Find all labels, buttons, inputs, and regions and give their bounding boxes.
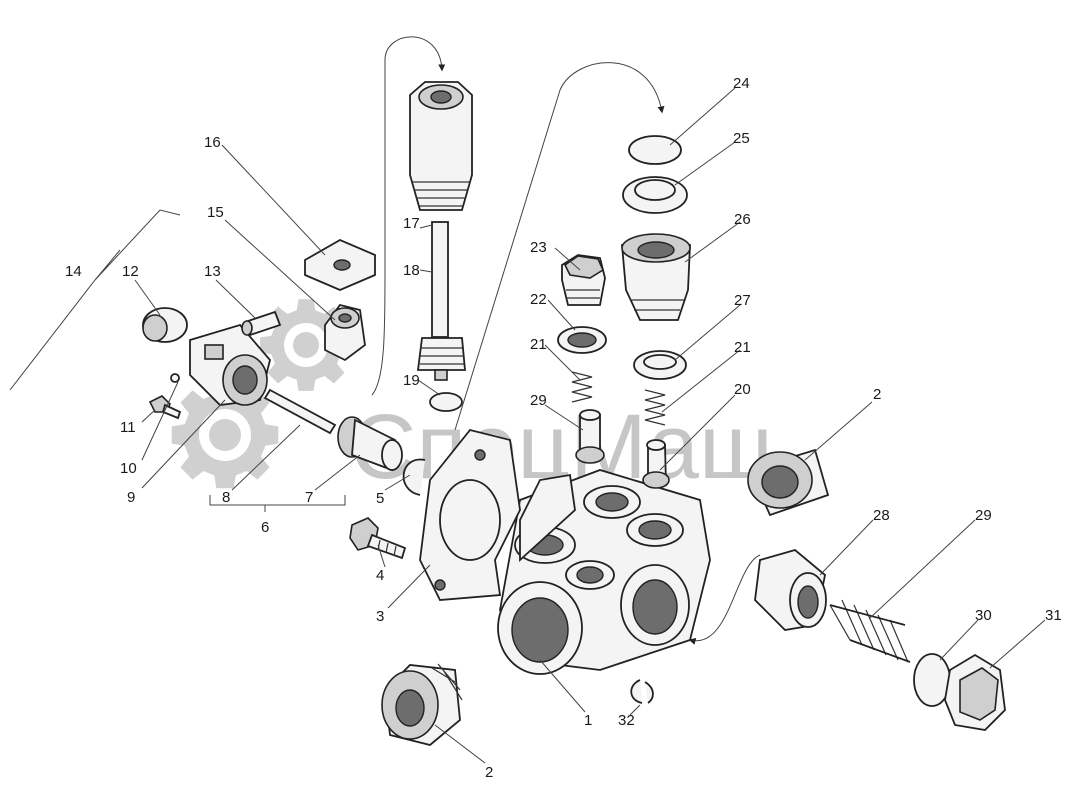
callout-21-right: 21: [734, 339, 751, 356]
nozzle-part-17: [409, 81, 473, 211]
callout-1: 1: [584, 712, 592, 729]
callout-8: 8: [222, 489, 230, 506]
callout-23: 23: [530, 239, 547, 256]
plug-part-23: [561, 254, 606, 306]
callout-14: 14: [65, 263, 82, 280]
callout-25: 25: [733, 130, 750, 147]
assembly-bracket-14: [9, 209, 181, 391]
pin-part-29-upper: [575, 409, 605, 464]
callout-labels: 1 2 2 3 4 5 6 7 8 9 10 11 12 13 14 15 16…: [65, 75, 1062, 781]
washer-part-25: [622, 176, 688, 214]
callout-11: 11: [120, 419, 136, 436]
washer-part-27: [633, 350, 687, 380]
spring-part-29-lower: [829, 599, 911, 663]
fitting-part-2-top: [747, 448, 830, 517]
spring-part-21-right: [644, 389, 666, 426]
roller-part-12: [142, 307, 188, 343]
callout-21-left: 21: [530, 336, 547, 353]
callout-31: 31: [1045, 607, 1062, 624]
pin-part-8: [263, 388, 337, 435]
leader-lines: [134, 87, 1046, 764]
callout-2-top: 2: [873, 386, 881, 403]
sleeve-part-28: [754, 549, 827, 631]
callout-4: 4: [376, 567, 384, 584]
callout-19: 19: [403, 372, 420, 389]
callout-32: 32: [618, 712, 635, 729]
callout-7: 7: [305, 489, 313, 506]
callout-10: 10: [120, 460, 137, 477]
washer-part-22: [557, 326, 607, 354]
callout-18: 18: [403, 262, 420, 279]
callout-15: 15: [207, 204, 224, 221]
ring-part-10: [170, 373, 180, 383]
flow-arrows: [371, 36, 761, 645]
callout-5: 5: [376, 490, 384, 507]
callout-22: 22: [530, 291, 547, 308]
callout-17: 17: [403, 215, 420, 232]
callout-27: 27: [734, 292, 751, 309]
snap-ring-part-5: [402, 458, 426, 496]
valve-stem-part-18: [416, 221, 466, 381]
pin-part-20: [642, 439, 670, 489]
callout-29-upper: 29: [530, 392, 547, 409]
screw-part-11: [148, 395, 182, 420]
callout-28: 28: [873, 507, 890, 524]
spring-part-21-left: [571, 371, 593, 403]
bolt-part-4: [349, 517, 407, 560]
valve-body-part-1: [497, 469, 711, 675]
plate-part-16: [304, 238, 376, 291]
callout-6: 6: [261, 519, 269, 536]
lever-housing-part-9: [189, 323, 271, 406]
callout-9: 9: [127, 489, 135, 506]
callout-2-bottom: 2: [485, 764, 493, 781]
callout-24: 24: [733, 75, 750, 92]
sleeve-part-26: [621, 233, 691, 321]
callout-16: 16: [204, 134, 221, 151]
coupling-part-7: [337, 416, 403, 472]
callout-26: 26: [734, 211, 751, 228]
fitting-part-2-bottom: [381, 663, 463, 746]
assembly-bracket-6: [209, 495, 346, 512]
gear-icon: [171, 299, 352, 489]
callout-3: 3: [376, 608, 384, 625]
cap-part-15: [324, 303, 366, 362]
plug-part-31: [944, 653, 1006, 731]
callout-29-lower: 29: [975, 507, 992, 524]
callout-13: 13: [204, 263, 221, 280]
callout-20: 20: [734, 381, 751, 398]
set-screw-part-13: [241, 310, 282, 337]
o-ring-part-19: [429, 392, 463, 412]
gasket-part-3: [419, 428, 521, 601]
clip-part-32: [630, 679, 654, 704]
ring-part-24: [628, 135, 682, 165]
callout-30: 30: [975, 607, 992, 624]
callout-12: 12: [122, 263, 139, 280]
